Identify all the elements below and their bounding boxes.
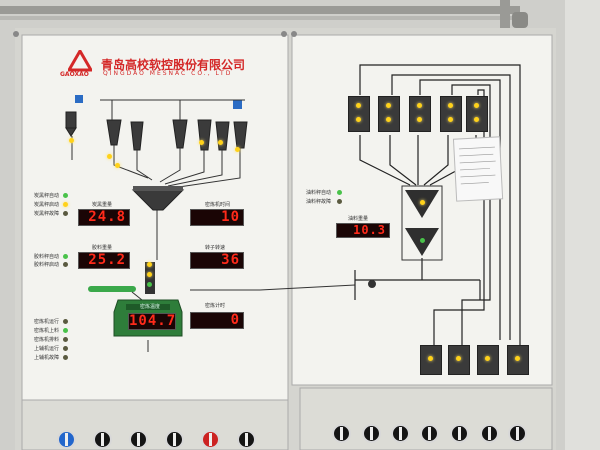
oil-outlet-3 bbox=[477, 345, 499, 375]
mixer-load-indicator bbox=[63, 328, 68, 333]
mixer-time-display: 10 bbox=[190, 209, 244, 226]
selector-knob-right-7[interactable] bbox=[508, 424, 527, 443]
mixer-run-indicator bbox=[63, 319, 68, 324]
selector-knob-left-6[interactable] bbox=[237, 430, 256, 449]
oil-weight-display: 10.3 bbox=[336, 223, 390, 238]
mixer-timer-label: 密炼计时 bbox=[205, 303, 226, 309]
selector-knob-right-3[interactable] bbox=[391, 424, 410, 443]
oil-feeder-1 bbox=[348, 96, 370, 132]
conveyor-belt bbox=[88, 286, 136, 292]
oil-feeder-3 bbox=[409, 96, 431, 132]
emergency-stop-button[interactable] bbox=[201, 430, 220, 449]
fan-icons bbox=[75, 95, 242, 109]
status-label-carbon-auto: 炭黑秤自动 bbox=[34, 193, 60, 199]
batch-start-indicator bbox=[63, 262, 68, 267]
selector-knob-left-4[interactable] bbox=[165, 430, 184, 449]
feeder-5-indicator bbox=[218, 140, 223, 145]
status-label-carbon-start: 炭黑秤启动 bbox=[34, 202, 60, 208]
oil-feeder-4 bbox=[440, 96, 462, 132]
aux-fault-indicator bbox=[63, 355, 68, 360]
status-label-mixer-run: 密炼机运行 bbox=[34, 319, 60, 325]
mixer-column-led-2 bbox=[147, 272, 152, 277]
batch-auto-indicator bbox=[63, 254, 68, 259]
oil-feeder-5 bbox=[466, 96, 488, 132]
status-label-oil-fault: 油料秤故障 bbox=[306, 199, 332, 205]
status-label-carbon-fault: 炭黑秤故障 bbox=[34, 211, 60, 217]
oil-hopper-lower-led bbox=[420, 238, 425, 243]
company-logo bbox=[66, 48, 94, 72]
oil-fault-indicator bbox=[337, 199, 342, 204]
mixer-temp-display: 104.7 bbox=[128, 313, 177, 330]
mixer-temp-label: 密炼温度 bbox=[140, 304, 161, 310]
oil-hopper-upper-led bbox=[420, 200, 425, 205]
feeder-3-indicator bbox=[115, 163, 120, 168]
selector-knob-right-1[interactable] bbox=[332, 424, 351, 443]
batch-weight-display: 25.2 bbox=[78, 252, 130, 269]
rotor-speed-label: 转子转速 bbox=[205, 245, 226, 251]
rotor-speed-display: 36 bbox=[190, 252, 244, 269]
mixer-column-led-3 bbox=[147, 282, 152, 287]
mixer-timer-display: 0 bbox=[190, 312, 244, 329]
carbon-start-indicator bbox=[63, 202, 68, 207]
oil-weight-label: 油料重量 bbox=[348, 216, 369, 222]
oil-auto-indicator bbox=[337, 190, 342, 195]
carbon-fault-indicator bbox=[63, 211, 68, 216]
selector-knob-right-4[interactable] bbox=[420, 424, 439, 443]
status-label-aux-run: 上辅机运行 bbox=[34, 346, 60, 352]
company-name-cn: 青岛高校软控股份有限公司 bbox=[101, 58, 246, 72]
aux-run-indicator bbox=[63, 346, 68, 351]
status-label-batch-start: 胶料秤启动 bbox=[34, 262, 60, 268]
carbon-weight-label: 炭黑重量 bbox=[92, 202, 113, 208]
pipe-top bbox=[0, 6, 520, 14]
selector-knob-right-6[interactable] bbox=[480, 424, 499, 443]
status-label-mixer-discharge: 密炼机排料 bbox=[34, 337, 60, 343]
company-name-en: QINGDAO MESNAC CO., LTD bbox=[103, 70, 233, 77]
oil-feeder-2 bbox=[378, 96, 400, 132]
status-label-oil-auto: 油料秤自动 bbox=[306, 190, 332, 196]
feeder-1-indicator bbox=[69, 138, 74, 143]
left-panel-face bbox=[21, 34, 289, 401]
selector-knob-left-3[interactable] bbox=[129, 430, 148, 449]
oil-outlet-4 bbox=[507, 345, 529, 375]
feeder-2-indicator bbox=[107, 154, 112, 159]
status-label-aux-fault: 上辅机故障 bbox=[34, 355, 60, 361]
mesnac-logo-icon bbox=[66, 48, 94, 72]
oil-outlet-2 bbox=[448, 345, 470, 375]
carbon-auto-indicator bbox=[63, 193, 68, 198]
mixer-time-label: 密炼机时间 bbox=[205, 202, 231, 208]
selector-knob-left-1[interactable] bbox=[57, 430, 76, 449]
status-label-mixer-load: 密炼机上料 bbox=[34, 328, 60, 334]
mixer-discharge-indicator bbox=[63, 337, 68, 342]
oil-outlet-1 bbox=[420, 345, 442, 375]
carbon-weight-display: 24.8 bbox=[78, 209, 130, 226]
mixer-column-led-1 bbox=[147, 262, 152, 267]
mixer-column bbox=[145, 262, 155, 294]
feeder-6-indicator bbox=[235, 147, 240, 152]
selector-knob-left-2[interactable] bbox=[93, 430, 112, 449]
selector-knob-right-5[interactable] bbox=[450, 424, 469, 443]
selector-knob-right-2[interactable] bbox=[362, 424, 381, 443]
batch-weight-label: 胶料重量 bbox=[92, 245, 113, 251]
feeder-4-indicator bbox=[199, 140, 204, 145]
status-label-batch-auto: 胶料秤自动 bbox=[34, 254, 60, 260]
pipe-valve-icon bbox=[368, 280, 376, 288]
logo-text: GAOXAO bbox=[60, 71, 89, 78]
